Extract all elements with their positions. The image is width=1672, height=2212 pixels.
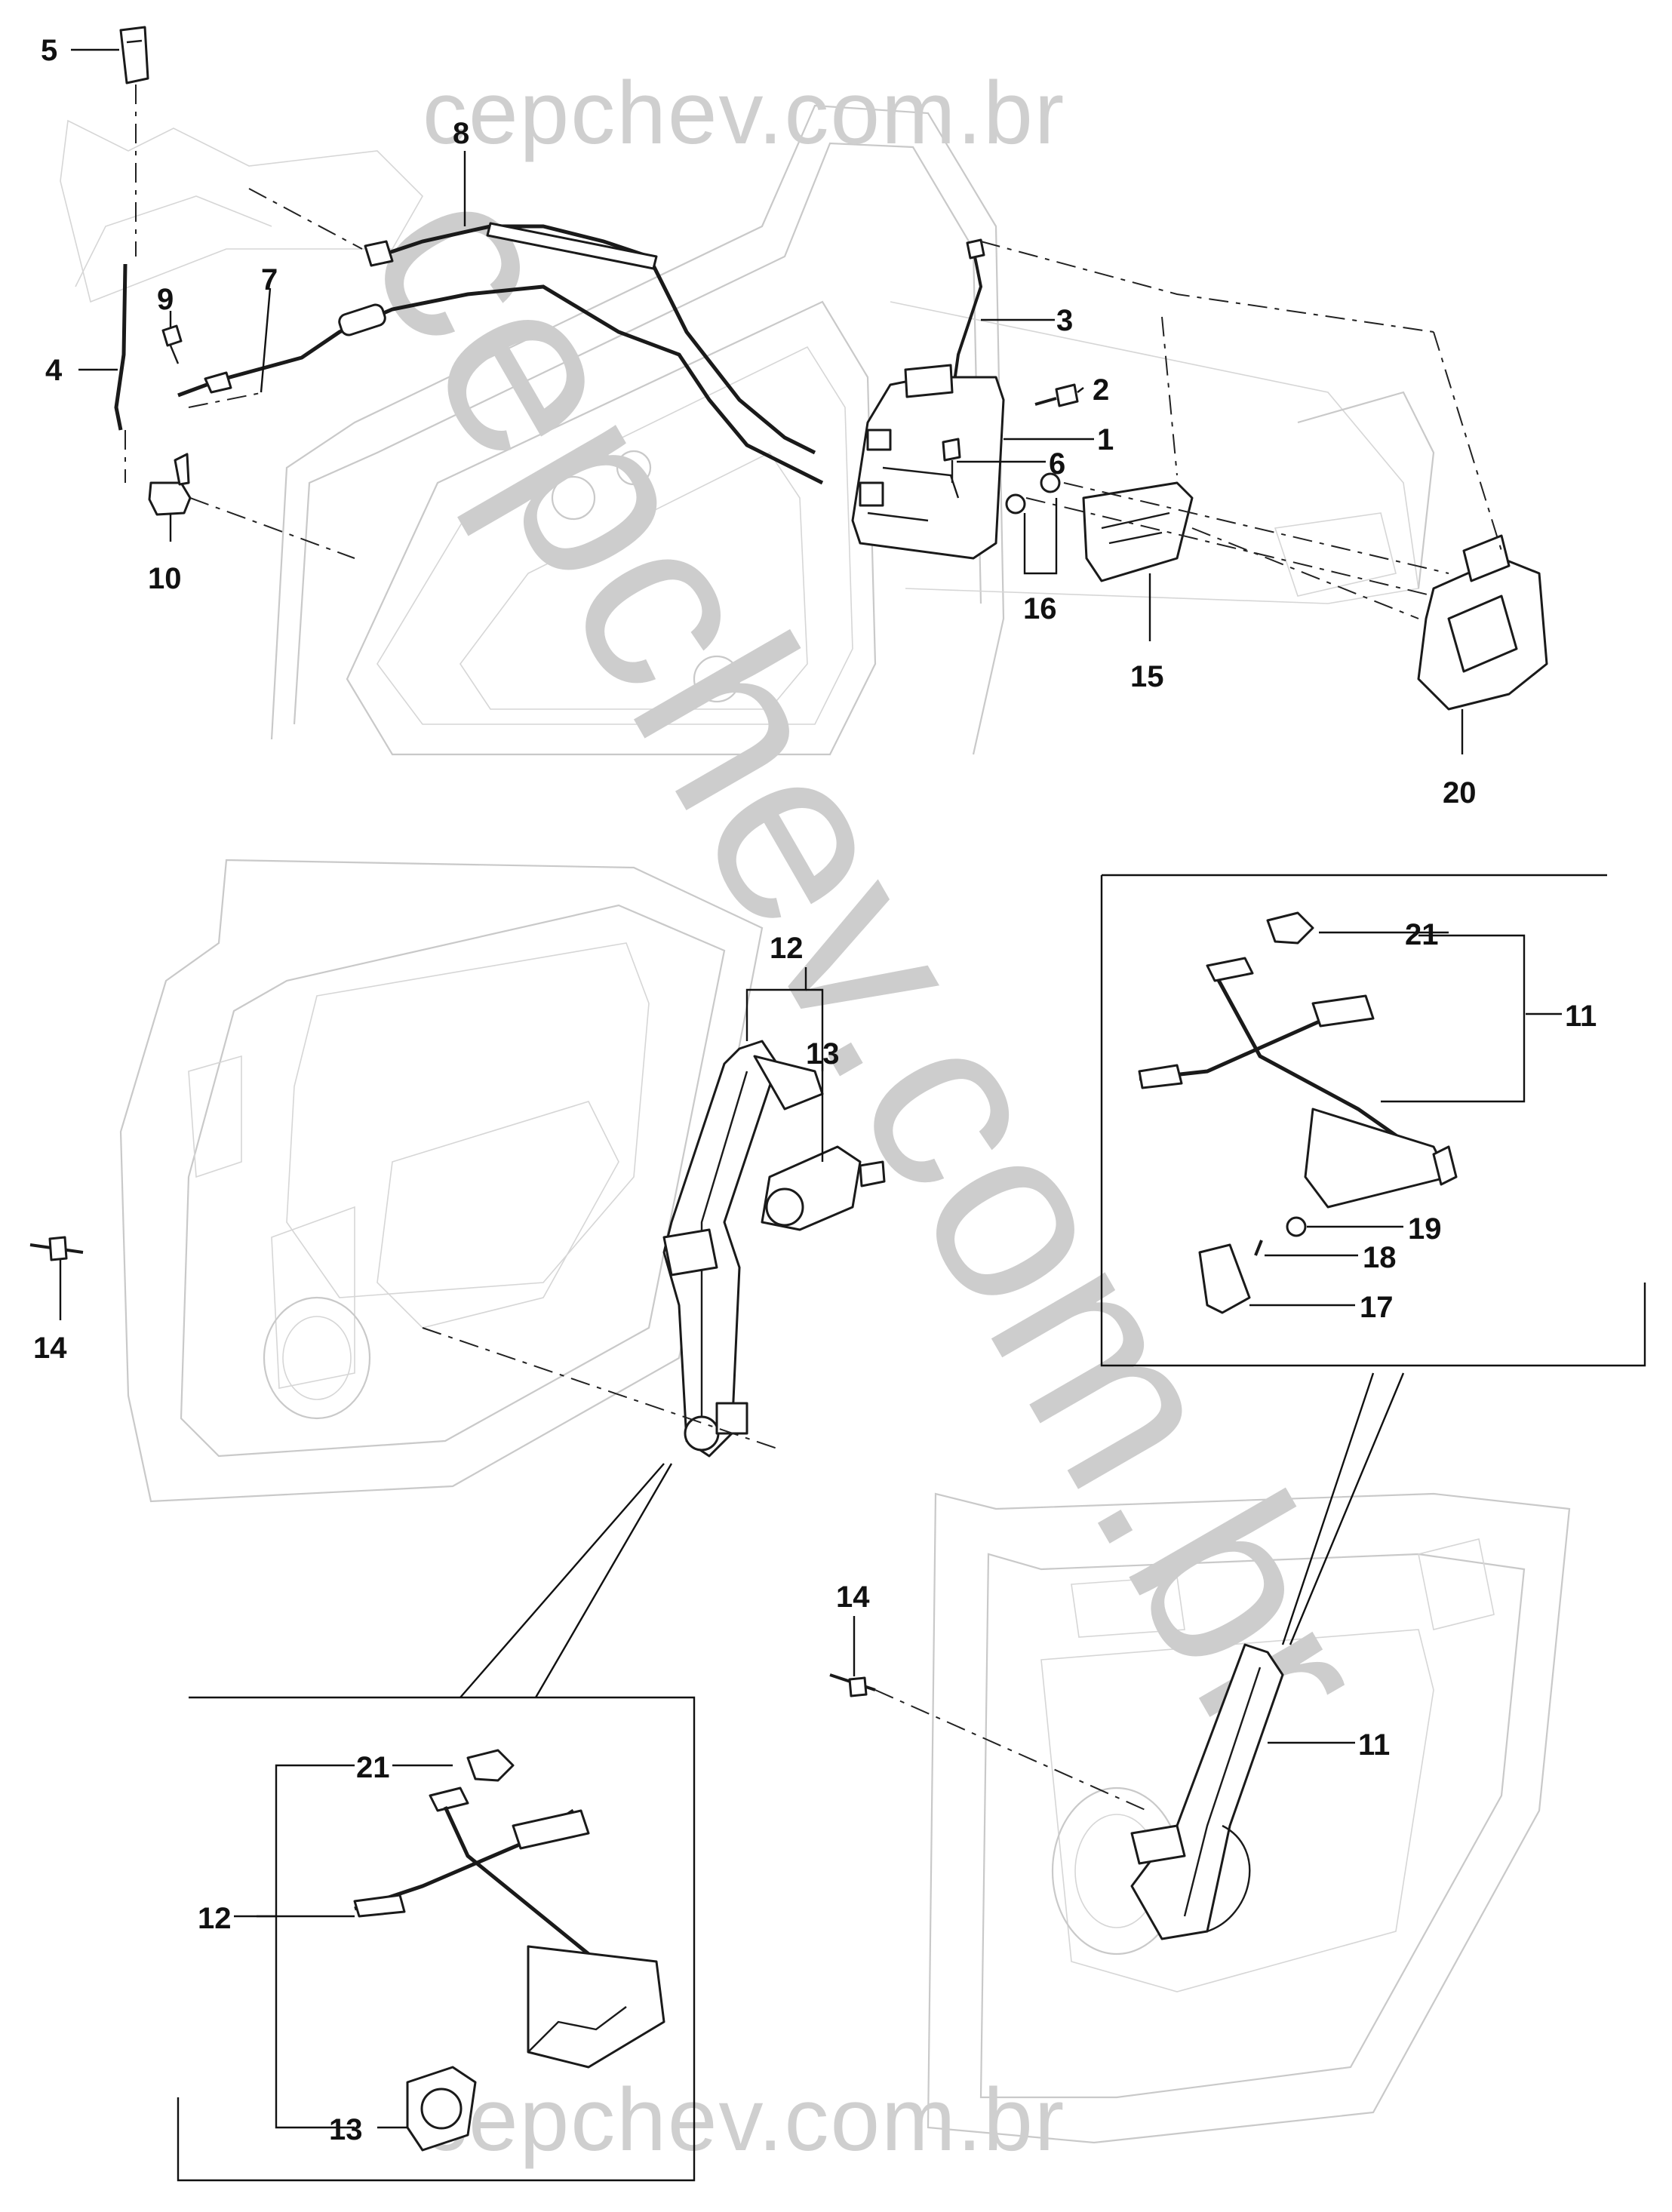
callout-17: 17 [1360,1291,1394,1324]
part-7-inside-handle-cable [177,284,824,485]
inset-regulator-11 [1138,957,1458,1209]
callout-15: 15 [1130,660,1164,693]
part-13-regulator-motor [761,1145,886,1231]
callout-11-door: 11 [1358,1728,1390,1762]
assembly-line-10 [189,497,355,559]
part-14-pin-right [829,1673,876,1697]
inset-crank-handle-17 [1198,1243,1251,1314]
callout-19: 19 [1408,1212,1442,1246]
callout-18: 18 [1363,1241,1397,1274]
inset-regulator-12 [353,1786,665,2069]
callout-1: 1 [1097,423,1114,456]
part-15-handle-bracket [1082,481,1194,582]
callout-3: 3 [1056,304,1073,337]
assembly-line-14-right [874,1689,1148,1811]
assembly-line-middle [422,1327,778,1449]
door-panel-middle-ghost [119,859,764,1503]
callout-21-left: 21 [356,1751,390,1784]
callout-2: 2 [1093,373,1109,407]
part-8-outside-handle-cable [248,188,816,455]
callout-9: 9 [157,283,174,316]
watermark-top: cepchev.com.br [423,63,1065,163]
part-4-lock-rod [114,263,128,431]
part-2-screw [1034,383,1079,407]
door-panel-top-ghost [60,104,1435,756]
callout-14-left: 14 [33,1332,67,1365]
inset-bracket-right [1381,934,1526,1103]
inset-washer-19 [1286,1216,1307,1237]
callout-11-inset: 11 [1565,1000,1597,1033]
part-1-door-lock [851,364,1005,560]
part-11-window-regulator-installed [1130,1643,1284,1940]
part-10-rod-clip [148,453,192,516]
callout-8: 8 [453,117,469,150]
part-16-nuts [1005,472,1061,515]
callout-13-inset: 13 [329,2113,363,2146]
part-14-pin-left [29,1236,84,1261]
callout-10: 10 [148,562,182,595]
callout-12-top: 12 [770,932,804,965]
watermark-diagonal: cepchev.com.br [315,137,1427,1783]
leader-lines [59,48,1562,2129]
part-9-screw [161,324,183,364]
inset-clip-18 [1254,1240,1263,1256]
callout-7: 7 [261,263,278,296]
inset-bracket-left [257,1764,355,2129]
assembly-lines-top [980,241,1502,619]
inset-pointer-left [459,1463,673,1698]
inset-clip-21-left [466,1749,515,1782]
inset-frame-right [1100,874,1646,1367]
inset-pointer-right [1281,1372,1405,1645]
part-20-inside-handle [1417,534,1548,711]
inset-motor-13 [406,2066,477,2152]
callout-6: 6 [1049,447,1065,481]
callout-5: 5 [41,34,57,67]
callout-12-inset: 12 [198,1902,232,1935]
callout-4: 4 [45,354,63,387]
callout-16: 16 [1023,592,1057,625]
inset-clip-21-right [1266,911,1314,945]
callout-21-right: 21 [1405,918,1439,951]
part-6-bolt [942,438,961,483]
part-5-lock-knob [119,26,149,84]
inset-frame-left [177,1696,696,2182]
callout-13-top: 13 [806,1037,840,1071]
part-12-window-regulator [662,1040,824,1458]
watermark-bottom: cepchev.com.br [423,2070,1065,2170]
callout-20: 20 [1443,776,1477,810]
callout-14-right: 14 [836,1581,870,1614]
